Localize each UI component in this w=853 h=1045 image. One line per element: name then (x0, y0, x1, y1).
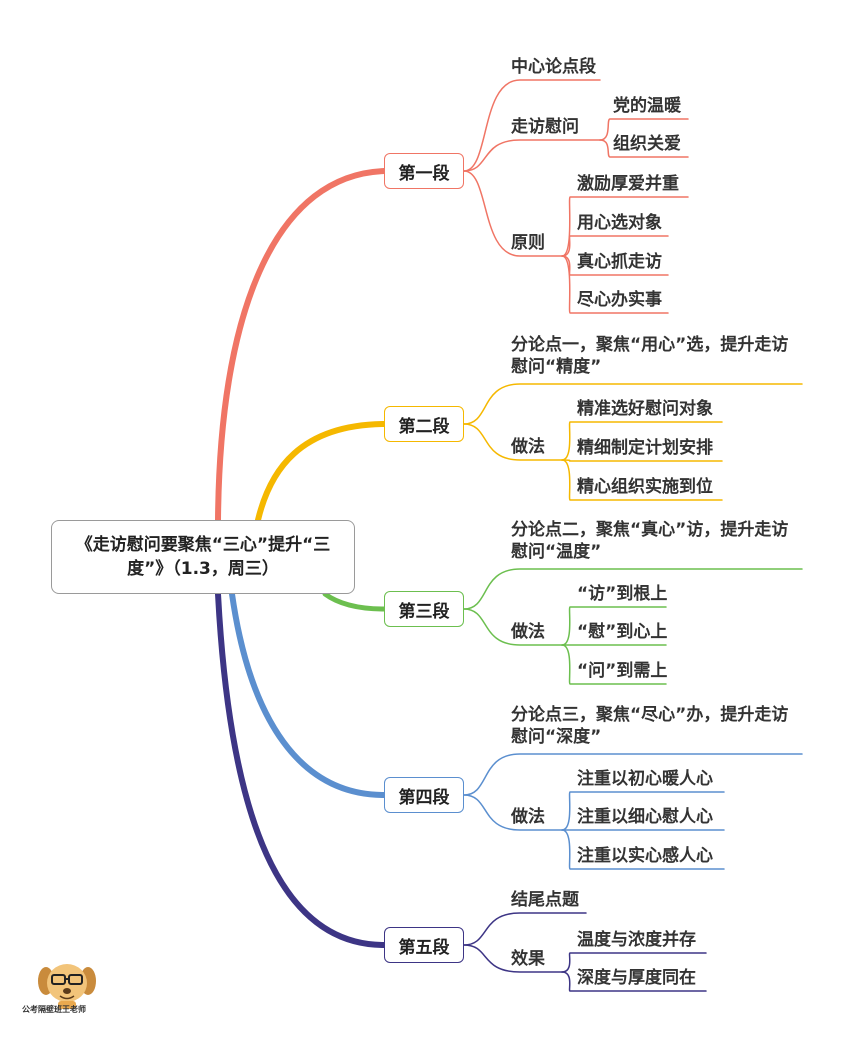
section-2-node[interactable]: 第二段 (384, 406, 464, 442)
s2-topic-method[interactable]: 做法 (511, 437, 545, 457)
cartoon-dog-teacher-icon (38, 964, 96, 1009)
root-topic[interactable]: 《走访慰问要聚焦“三心”提升“三度”》（1.3，周三） (51, 520, 355, 594)
s3-topic-argument[interactable]: 分论点二，聚焦“真心”访，提升走访慰问“温度” (511, 520, 789, 562)
s4-method-leaf-2[interactable]: 注重以细心慰人心 (577, 807, 713, 827)
s2-branch-argument (463, 383, 803, 425)
s1-branch-visit (463, 139, 601, 172)
s4-topic-argument[interactable]: 分论点三，聚焦“尽心”办，提升走访慰问“深度” (511, 705, 789, 747)
s1-leaf-line-1 (599, 118, 689, 141)
trunk-section-5 (215, 591, 387, 948)
s1-visit-leaf-1[interactable]: 党的温暖 (613, 96, 681, 116)
s5-branch-ending (463, 912, 587, 946)
s4-leaf-line-1 (561, 791, 725, 831)
s4-method-leaf-3[interactable]: 注重以实心感人心 (577, 846, 713, 866)
s3-branch-argument (463, 568, 803, 610)
watermark-text: 公考隔壁班王老师 (22, 1005, 86, 1014)
s1-principle-leaf-3[interactable]: 真心抓走访 (577, 252, 662, 272)
section-3-node[interactable]: 第三段 (384, 591, 464, 627)
s5-effect-leaf-1[interactable]: 温度与浓度并存 (577, 930, 696, 950)
s2-topic-argument[interactable]: 分论点一，聚焦“用心”选，提升走访慰问“精度” (511, 335, 789, 377)
s5-leaf-line-2 (561, 971, 707, 992)
s3-leaf-line-1 (561, 606, 667, 646)
s2-method-leaf-3[interactable]: 精心组织实施到位 (577, 477, 713, 497)
s1-principle-leaf-4[interactable]: 尽心办实事 (577, 290, 662, 310)
s3-topic-method[interactable]: 做法 (511, 622, 545, 642)
s5-topic-ending[interactable]: 结尾点题 (511, 890, 579, 910)
s5-effect-leaf-2[interactable]: 深度与厚度同在 (577, 968, 696, 988)
trunk-section-3 (322, 591, 387, 612)
s3-method-leaf-3[interactable]: “问”到需上 (577, 661, 668, 681)
s4-topic-method[interactable]: 做法 (511, 807, 545, 827)
section-1-node[interactable]: 第一段 (384, 153, 464, 189)
s1-principle-leaf-2[interactable]: 用心选对象 (577, 213, 662, 233)
s2-leaf-line-3 (561, 459, 723, 501)
trunk-section-4 (229, 591, 387, 798)
s2-leaf-line-2 (561, 459, 723, 462)
s4-leaf-line-3 (561, 829, 725, 870)
s1-leaf-line-6 (561, 255, 669, 314)
s3-method-leaf-1[interactable]: “访”到根上 (577, 584, 668, 604)
trunk-section-1 (215, 168, 387, 523)
s2-leaf-line-1 (561, 421, 723, 461)
s1-leaf-line-2 (599, 139, 689, 158)
s1-leaf-line-4 (561, 235, 669, 257)
s4-method-leaf-1[interactable]: 注重以初心暖人心 (577, 769, 713, 789)
s5-branch-effect (463, 944, 563, 973)
s1-leaf-line-3 (561, 196, 689, 257)
s2-method-leaf-2[interactable]: 精细制定计划安排 (577, 438, 713, 458)
s1-branch-thesis (463, 79, 601, 172)
s3-branch-method (463, 608, 563, 646)
s1-branch-principle (463, 170, 563, 257)
trunk-section-2 (255, 421, 387, 523)
s2-branch-method (463, 423, 563, 461)
s3-method-leaf-2[interactable]: “慰”到心上 (577, 622, 668, 642)
s1-topic-principle[interactable]: 原则 (511, 233, 545, 253)
section-4-node[interactable]: 第四段 (384, 777, 464, 813)
s4-branch-method (463, 794, 563, 831)
s2-method-leaf-1[interactable]: 精准选好慰问对象 (577, 399, 713, 419)
s4-branch-argument (463, 753, 803, 796)
section-5-node[interactable]: 第五段 (384, 927, 464, 963)
s5-topic-effect[interactable]: 效果 (511, 949, 545, 969)
s3-leaf-line-3 (561, 644, 667, 685)
s5-leaf-line-1 (561, 952, 707, 973)
s1-topic-thesis[interactable]: 中心论点段 (511, 57, 596, 77)
s1-visit-leaf-2[interactable]: 组织关爱 (613, 134, 681, 154)
s1-principle-leaf-1[interactable]: 激励厚爱并重 (577, 174, 679, 194)
s1-topic-visit[interactable]: 走访慰问 (511, 117, 579, 137)
